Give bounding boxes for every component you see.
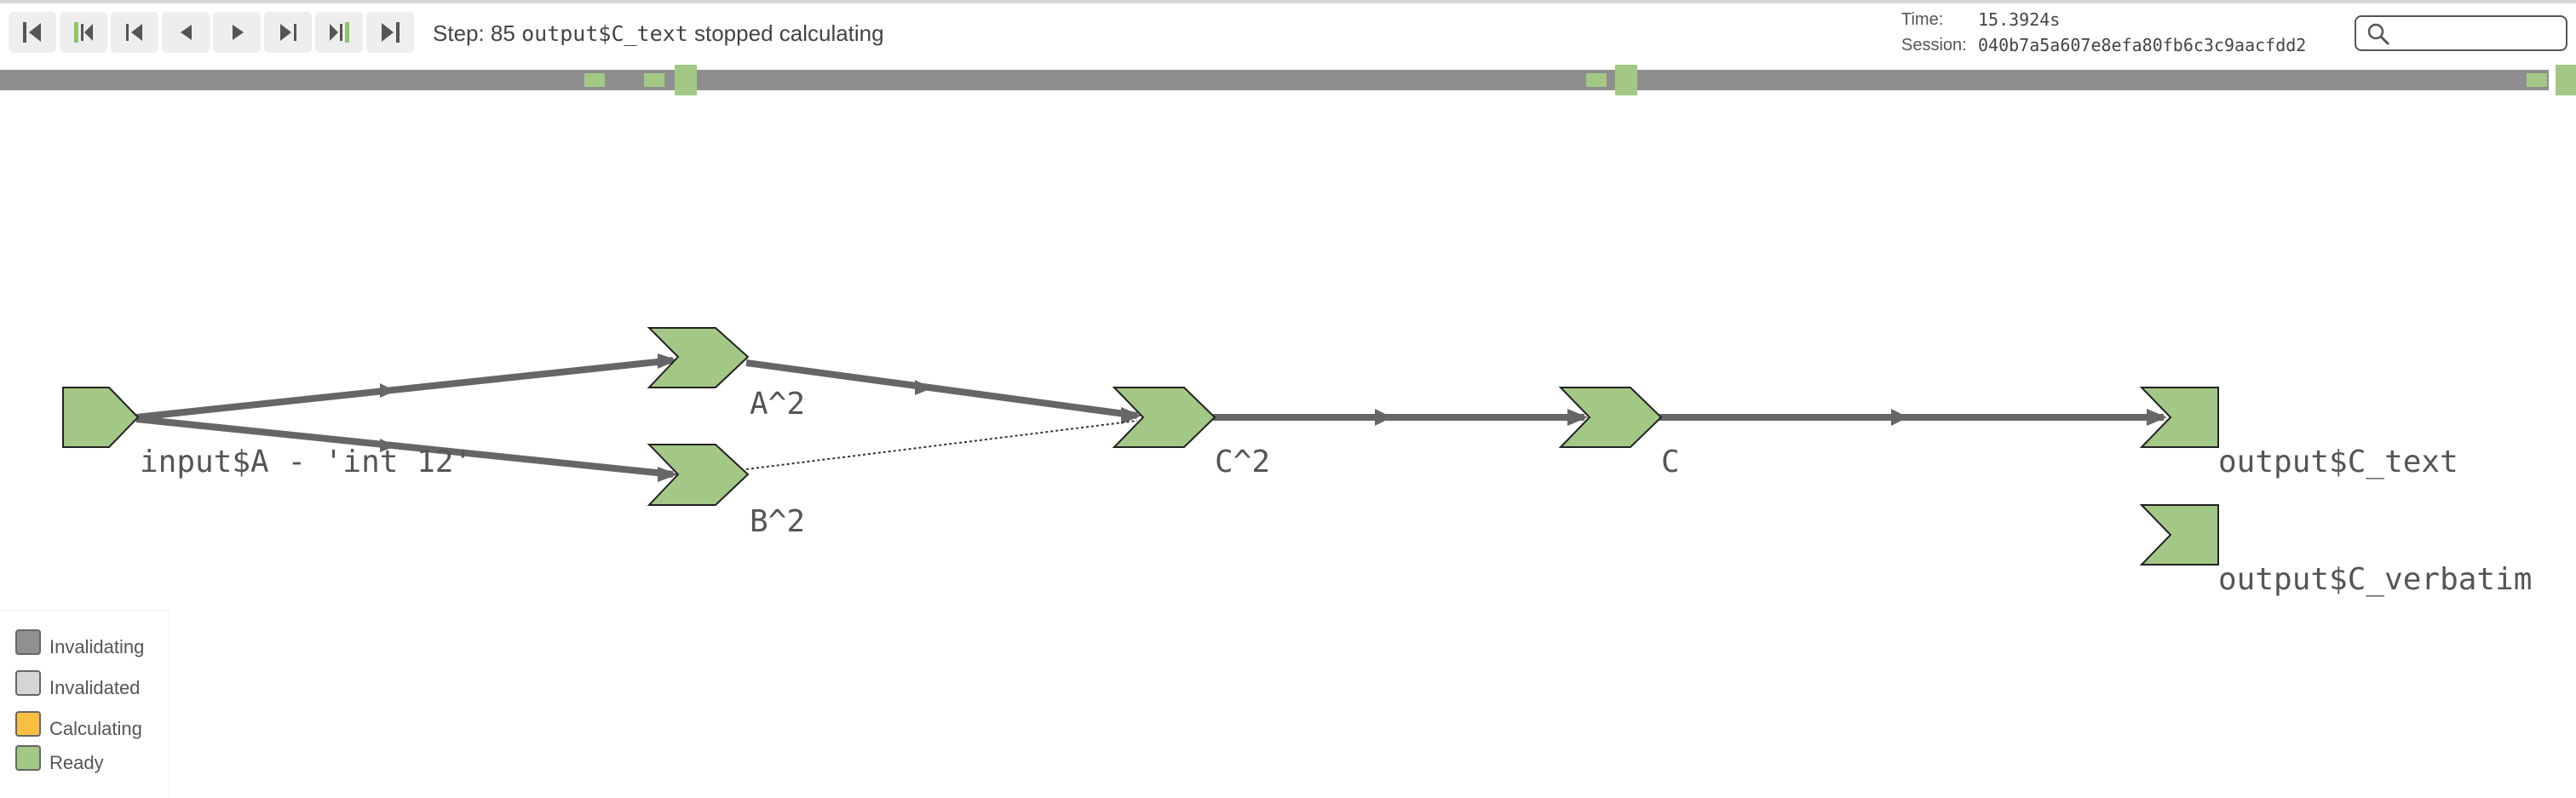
edge-arrow	[1891, 409, 1908, 426]
edge-a2-c2	[745, 359, 1138, 419]
first-step-button[interactable]	[9, 12, 56, 53]
edge-input-a2	[135, 357, 674, 421]
node-c-shape[interactable]	[1558, 387, 1663, 448]
next-cycle-button[interactable]	[264, 12, 312, 53]
step-status-reactive: output$C_text	[521, 21, 688, 46]
next-ready-button[interactable]	[315, 12, 363, 53]
timeline-current-marker[interactable]	[2556, 65, 2576, 95]
edge-arrowhead	[658, 467, 678, 482]
legend-label: Ready	[49, 752, 104, 773]
legend-label: Invalidating	[49, 636, 145, 657]
node-a2-label: A^2	[750, 387, 805, 422]
edge-arrowhead	[1121, 407, 1141, 424]
prev-ready-icon	[74, 22, 93, 43]
node-output-text-label: output$C_text	[2218, 445, 2458, 479]
timeline-marker[interactable]	[584, 73, 605, 87]
skip-to-end-icon	[382, 22, 400, 43]
timeline-marker[interactable]	[1586, 73, 1607, 87]
node-c2-shape[interactable]	[1112, 387, 1216, 448]
step-back-icon	[181, 25, 192, 40]
edge-arrow	[380, 383, 395, 398]
edge-arrowhead	[2147, 409, 2167, 426]
session-label: Session:	[1901, 36, 1967, 55]
timeline-track[interactable]	[0, 70, 2549, 90]
node-b2-shape[interactable]	[647, 444, 750, 506]
node-a2-shape[interactable]	[647, 327, 750, 388]
edge-arrowhead	[658, 353, 678, 369]
node-c2-label: C^2	[1215, 445, 1270, 479]
legend-label: Invalidated	[49, 677, 141, 698]
edge-arrowhead	[1567, 409, 1588, 426]
prev-cycle-icon	[126, 24, 142, 41]
prev-step-button[interactable]	[162, 12, 210, 53]
node-b2-label: B^2	[750, 504, 805, 539]
edge-arrow	[915, 380, 932, 395]
step-status-suffix: stopped calculating	[694, 20, 884, 46]
legend-swatch	[15, 745, 41, 771]
graph-nodes: input$A - 'int 12' A^2 B^2 C^2 C output$…	[62, 327, 2532, 597]
step-status-prefix: Step: 85	[433, 20, 515, 46]
reactive-graph: input$A - 'int 12' A^2 B^2 C^2 C output$…	[62, 327, 2532, 597]
legend-label: Calculating	[49, 718, 142, 739]
prev-ready-button[interactable]	[60, 12, 107, 53]
toolbar: Step: 85 output$C_text stopped calculati…	[0, 3, 2576, 61]
session-value: 040b7a5a607e8efa80fb6c3c9aacfdd2	[1978, 35, 2307, 55]
search-input[interactable]	[2355, 15, 2567, 51]
node-input-label: input$A - 'int 12'	[140, 445, 472, 479]
graph-edges	[135, 353, 2167, 482]
node-input-shape[interactable]	[62, 387, 140, 448]
time-value: 15.3924s	[1978, 9, 2061, 30]
edge-arrow	[380, 439, 395, 452]
time-label: Time:	[1901, 10, 1944, 29]
last-step-button[interactable]	[366, 12, 414, 53]
node-output-verbatim-shape[interactable]	[2139, 504, 2219, 565]
top-border	[0, 0, 2576, 3]
timeline-marker[interactable]	[675, 65, 697, 95]
legend-swatch	[15, 711, 41, 737]
timeline-scrubber[interactable]	[0, 63, 2576, 95]
skip-to-start-icon	[23, 22, 41, 43]
legend-swatch	[15, 629, 41, 655]
step-status: Step: 85 output$C_text stopped calculati…	[433, 20, 884, 47]
edge-b2-c2-dotted	[745, 420, 1138, 470]
timeline-marker[interactable]	[2527, 73, 2547, 87]
step-forward-icon	[233, 25, 244, 40]
node-output-verbatim-label: output$C_verbatim	[2218, 562, 2532, 597]
legend-swatch	[15, 670, 41, 696]
next-step-button[interactable]	[213, 12, 261, 53]
node-c-label: C	[1661, 445, 1680, 479]
timeline-marker[interactable]	[644, 73, 664, 87]
search-icon	[2367, 23, 2390, 46]
edge-arrow	[1375, 409, 1392, 426]
prev-cycle-button[interactable]	[111, 12, 158, 53]
timeline-marker[interactable]	[1615, 65, 1637, 95]
status-legend: Invalidating Invalidated Calculating Rea…	[0, 610, 170, 798]
next-cycle-icon	[280, 24, 296, 41]
edge-input-b2	[135, 416, 674, 478]
node-output-text-shape[interactable]	[2139, 387, 2219, 448]
next-ready-icon	[330, 22, 349, 43]
